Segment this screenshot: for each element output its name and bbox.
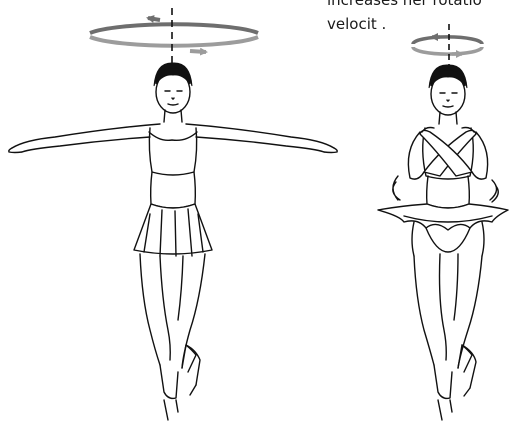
rotation-arrow-icon <box>90 18 258 52</box>
rotation-arrow-icon <box>413 37 482 54</box>
skater-arms-extended <box>9 8 337 420</box>
skater-arms-crossed <box>378 24 508 420</box>
